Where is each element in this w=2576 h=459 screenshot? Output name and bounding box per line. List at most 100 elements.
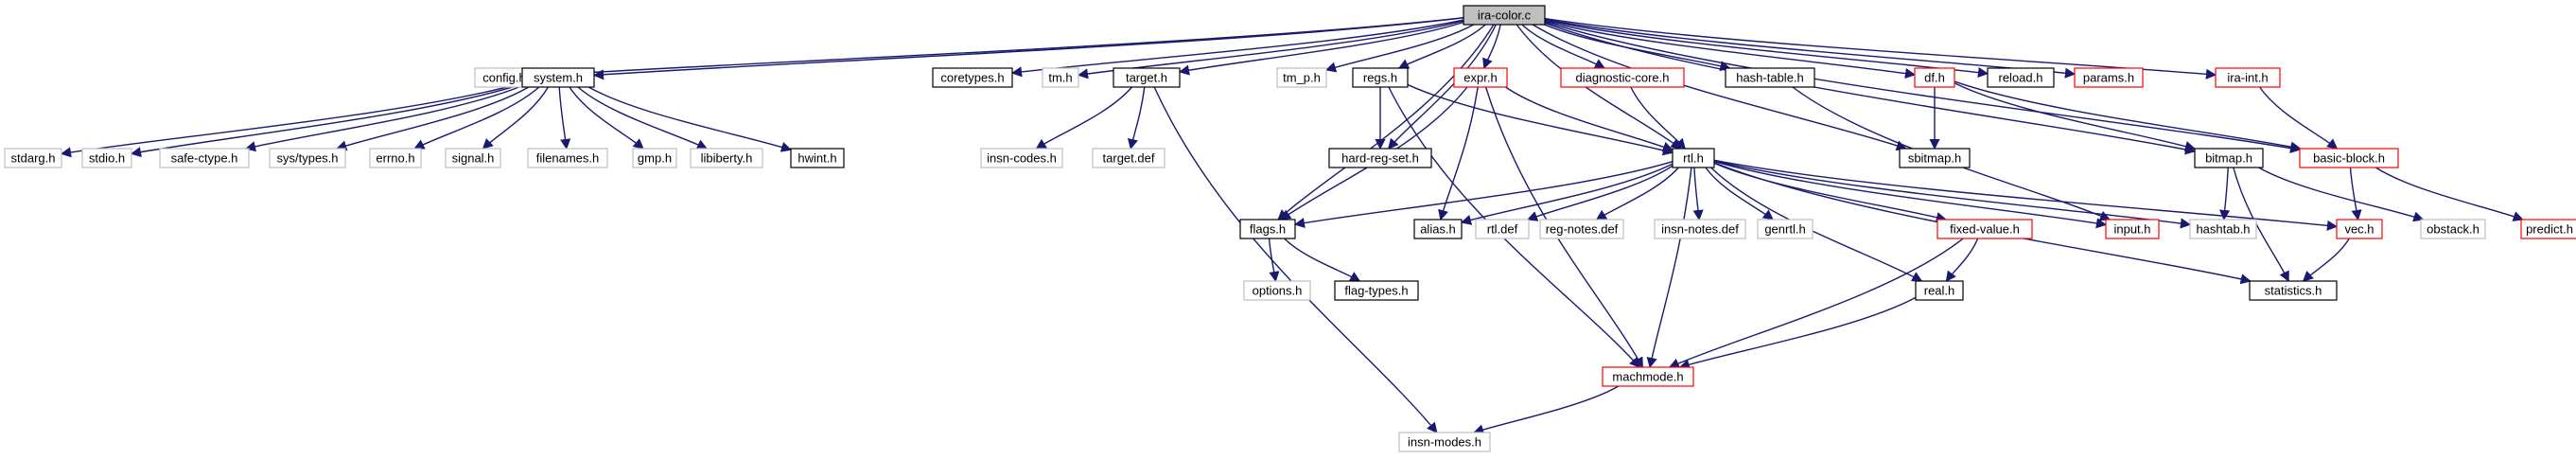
node-label: predict.h <box>2526 222 2573 237</box>
node-alias[interactable]: alias.h <box>1413 219 1463 239</box>
node-box <box>1042 67 1079 88</box>
node-label: rtl.def <box>1487 222 1518 237</box>
node-insn-modes[interactable]: insn-modes.h <box>1398 432 1491 452</box>
node-label: ira-color.c <box>1478 9 1532 23</box>
node-label: params.h <box>2083 71 2134 85</box>
edge-bitmap-to-statistics <box>2233 167 2289 283</box>
node-basic-block[interactable]: basic-block.h <box>2299 148 2399 168</box>
node-bitmap[interactable]: bitmap.h <box>2194 148 2264 168</box>
node-safe-ctype[interactable]: safe-ctype.h <box>159 148 250 168</box>
node-reload[interactable]: reload.h <box>1987 67 2055 88</box>
node-label: real.h <box>1924 284 1955 298</box>
node-label: gmp.h <box>638 151 672 166</box>
edge-system-to-sys-types <box>336 86 530 151</box>
node-statistics[interactable]: statistics.h <box>2249 280 2338 301</box>
node-filenames[interactable]: filenames.h <box>527 148 608 168</box>
edge-ira-color-to-sbitmap <box>1532 24 1907 151</box>
node-label: flag-types.h <box>1344 284 1408 298</box>
edge-ira-color-to-diagnostic-core <box>1521 24 1606 69</box>
node-box <box>159 148 250 168</box>
node-label: hashtab.h <box>2196 222 2250 237</box>
node-label: tm_p.h <box>1283 71 1321 85</box>
node-box <box>1757 219 1814 239</box>
node-label: safe-ctype.h <box>171 151 238 166</box>
edge-rtl-to-machmode <box>1646 167 1692 369</box>
node-insn-codes[interactable]: insn-codes.h <box>980 148 1063 168</box>
edge-expr-to-machmode <box>1484 86 1644 368</box>
node-flags[interactable]: flags.h <box>1239 219 1296 239</box>
node-label: genrtl.h <box>1764 222 1805 237</box>
node-box <box>445 148 501 168</box>
node-diagnostic-core[interactable]: diagnostic-core.h <box>1560 67 1685 88</box>
node-box <box>1398 432 1491 452</box>
node-hard-reg-set[interactable]: hard-reg-set.h <box>1328 148 1432 168</box>
node-machmode[interactable]: machmode.h <box>1602 366 1694 387</box>
edge-rtl-to-flags <box>1293 160 1674 229</box>
node-system[interactable]: system.h <box>521 67 595 88</box>
node-input[interactable]: input.h <box>2105 219 2160 239</box>
node-flag-types[interactable]: flag-types.h <box>1334 280 1419 301</box>
node-real[interactable]: real.h <box>1915 280 1964 301</box>
node-sbitmap[interactable]: sbitmap.h <box>1899 148 1971 168</box>
node-label: alias.h <box>1420 222 1456 237</box>
node-gmp[interactable]: gmp.h <box>632 148 677 168</box>
node-tm[interactable]: tm.h <box>1042 67 1079 88</box>
node-hwint[interactable]: hwint.h <box>790 148 845 168</box>
node-insn-notes[interactable]: insn-notes.def <box>1654 219 1746 239</box>
node-genrtl[interactable]: genrtl.h <box>1757 219 1814 239</box>
node-coretypes[interactable]: coretypes.h <box>932 67 1013 88</box>
node-ira-int[interactable]: ira-int.h <box>2215 67 2281 88</box>
node-ira-color[interactable]: ira-color.c <box>1463 5 1546 26</box>
edge-system-to-libiberty <box>577 86 709 150</box>
node-rtl-def[interactable]: rtl.def <box>1475 219 1530 239</box>
edge-system-to-filenames <box>558 86 571 150</box>
node-libiberty[interactable]: libiberty.h <box>690 148 763 168</box>
node-predict[interactable]: predict.h <box>2520 219 2576 239</box>
node-box <box>2074 67 2144 88</box>
edge-rtl-to-genrtl <box>1705 167 1774 221</box>
node-label: insn-modes.h <box>1408 435 1481 450</box>
edge-vec-to-statistics <box>2302 238 2350 282</box>
node-label: bitmap.h <box>2205 151 2252 166</box>
node-label: expr.h <box>1463 71 1497 85</box>
edge-system-to-stdarg <box>60 82 523 158</box>
node-config[interactable]: config.h <box>474 67 534 88</box>
node-stdarg[interactable]: stdarg.h <box>4 148 62 168</box>
node-fixed-value[interactable]: fixed-value.h <box>1936 219 2033 239</box>
node-box <box>2520 219 2576 239</box>
edge-regs-to-machmode <box>1388 86 1640 368</box>
node-params[interactable]: params.h <box>2074 67 2144 88</box>
edge-rtl-to-rtl-def <box>1526 165 1674 221</box>
node-errno[interactable]: errno.h <box>369 148 422 168</box>
node-target[interactable]: target.h <box>1113 67 1181 88</box>
node-box <box>932 67 1013 88</box>
node-tm_p[interactable]: tm_p.h <box>1276 67 1327 88</box>
node-options[interactable]: options.h <box>1243 280 1311 301</box>
edge-ira-color-to-flags <box>1277 24 1495 221</box>
node-vec[interactable]: vec.h <box>2336 219 2383 239</box>
node-hashtab[interactable]: hashtab.h <box>2189 219 2257 239</box>
edge-rtl-to-real <box>1710 167 1923 282</box>
node-sys-types[interactable]: sys/types.h <box>269 148 346 168</box>
node-rtl[interactable]: rtl.h <box>1672 148 1715 168</box>
node-regs[interactable]: regs.h <box>1352 67 1409 88</box>
edge-df-to-basic-block <box>1954 80 2302 152</box>
edge-ira-color-to-hard-reg-set <box>1387 24 1497 150</box>
node-box <box>1899 148 1971 168</box>
node-label: stdarg.h <box>11 151 56 166</box>
node-label: flags.h <box>1250 222 1286 237</box>
node-stdio[interactable]: stdio.h <box>81 148 132 168</box>
node-box <box>1936 219 2033 239</box>
node-box <box>1239 219 1296 239</box>
edge-ira-color-to-tm_p <box>1324 24 1474 73</box>
edge-ira-color-to-regs <box>1397 24 1486 69</box>
node-obstack[interactable]: obstack.h <box>2420 219 2486 239</box>
node-signal[interactable]: signal.h <box>445 148 501 168</box>
node-box <box>2336 219 2383 239</box>
node-target-def[interactable]: target.def <box>1092 148 1165 168</box>
node-df[interactable]: df.h <box>1914 67 1955 88</box>
node-expr[interactable]: expr.h <box>1453 67 1508 88</box>
node-reg-notes[interactable]: reg-notes.def <box>1539 219 1624 239</box>
node-hash-table[interactable]: hash-table.h <box>1725 67 1815 88</box>
edge-machmode-to-insn-modes <box>1473 385 1620 435</box>
